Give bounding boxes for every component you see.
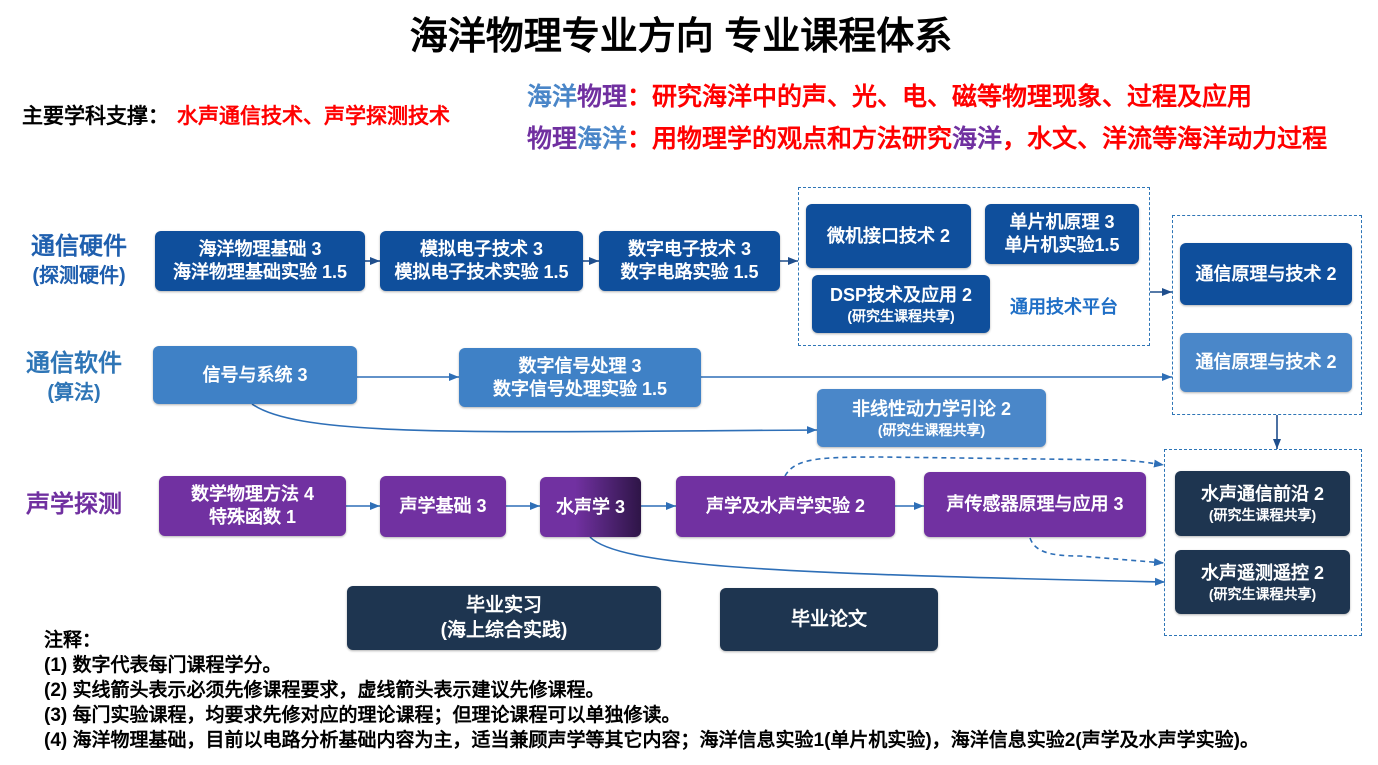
communication-frame xyxy=(1172,215,1362,415)
arrow-underwater-acoustics-to-telemetry xyxy=(589,536,1166,586)
course-single-chip: 单片机原理 3 单片机实验1.5 xyxy=(985,204,1139,264)
course-underwater-acoustics: 水声学 3 xyxy=(540,477,641,537)
course-line: 信号与系统 3 xyxy=(202,364,308,385)
course-line: 模拟电子技术实验 1.5 xyxy=(394,262,569,282)
definition-segment: 海洋 xyxy=(577,125,628,153)
course-line: 通信原理与技术 2 xyxy=(1195,352,1337,372)
arrow-signals-to-nonlinear xyxy=(251,403,818,435)
course-line: 海洋物理基础 3 xyxy=(198,239,322,259)
note-item: (4) 海洋物理基础，目前以电路分析基础内容为主，适当兼顾声学等其它内容；海洋信… xyxy=(44,730,1259,751)
course-line: 毕业实习 xyxy=(465,595,542,616)
course-line: DSP技术及应用 2 xyxy=(829,284,973,305)
course-note: (研究生课程共享) xyxy=(1208,507,1317,523)
note-item: (2) 实线箭头表示必须先修课程要求，虚线箭头表示建议先修课程。 xyxy=(44,680,605,701)
note-item: (1) 数字代表每门课程学分。 xyxy=(44,655,282,676)
course-line: 数字信号处理实验 1.5 xyxy=(492,378,668,399)
discipline-support-label: 主要学科支撑： xyxy=(22,105,169,128)
course-communication-principles-2: 通信原理与技术 2 xyxy=(1180,333,1352,392)
course-analog-electronics: 模拟电子技术 3 模拟电子技术实验 1.5 xyxy=(380,231,583,291)
course-acoustic-sensors: 声传感器原理与应用 3 xyxy=(924,472,1146,537)
track-sublabel-hardware: (探测硬件) xyxy=(32,265,126,287)
course-line: 数字信号处理 3 xyxy=(518,355,642,376)
dashed-arrow-lab-to-comm-frontier xyxy=(784,456,1165,477)
course-microcomputer-interface: 微机接口技术 2 xyxy=(806,204,971,268)
notes: 注释： (1) 数字代表每门课程学分。 (2) 实线箭头表示必须先修课程要求，虚… xyxy=(44,628,1259,753)
course-note: (研究生课程共享) xyxy=(877,421,986,438)
course-line: (海上综合实践) xyxy=(440,620,568,641)
course-digital-electronics: 数字电子技术 3 数字电路实验 1.5 xyxy=(599,231,780,291)
course-line: 模拟电子技术 3 xyxy=(419,239,543,259)
page-title: 海洋物理专业方向 专业课程体系 xyxy=(409,16,953,58)
course-line: 数字电子技术 3 xyxy=(627,239,751,259)
course-line: 非线性动力学引论 2 xyxy=(851,398,1011,419)
notes-heading: 注释： xyxy=(44,630,102,651)
course-line: 单片机实验1.5 xyxy=(1004,235,1120,255)
course-ocean-physics-basics: 海洋物理基础 3 海洋物理基础实验 1.5 xyxy=(155,231,365,291)
track-label-software: 通信软件 xyxy=(26,350,122,377)
course-line: 海洋物理基础实验 1.5 xyxy=(172,262,348,282)
course-line: 声学及水声学实验 2 xyxy=(705,496,865,516)
course-math-physics-methods: 数学物理方法 4 特殊函数 1 xyxy=(159,476,346,536)
course-underwater-comm-frontier: 水声通信前沿 2 (研究生课程共享) xyxy=(1175,471,1350,536)
underwater-frame xyxy=(1164,449,1362,636)
course-note: (研究生课程共享) xyxy=(847,307,955,324)
definition-segment: ：研究海洋中的声、光、电、磁等物理现象、过程及应用 xyxy=(627,83,1253,111)
course-line: 声学基础 3 xyxy=(399,496,487,516)
platform-label: 通用技术平台 xyxy=(1010,297,1118,317)
course-line: 水声通信前沿 2 xyxy=(1200,484,1324,504)
course-graduation-thesis: 毕业论文 xyxy=(720,588,938,651)
course-line: 单片机原理 3 xyxy=(1009,212,1115,232)
platform-frame xyxy=(798,187,1150,346)
course-communication-principles-1: 通信原理与技术 2 xyxy=(1180,243,1352,305)
definition-ocean-physics: 海洋物理：研究海洋中的声、光、电、磁等物理现象、过程及应用 xyxy=(527,81,1252,113)
definition-segment: 物理 xyxy=(577,83,628,111)
track-label-hardware: 通信硬件 xyxy=(31,233,127,260)
course-line: 通信原理与技术 2 xyxy=(1195,263,1337,284)
course-dsp-technology: DSP技术及应用 2 (研究生课程共享) xyxy=(812,275,990,333)
dashed-arrow-sensors-to-telemetry xyxy=(1029,537,1165,567)
definition-segment: ，水文、洋流等海洋动力过程 xyxy=(1002,125,1328,153)
course-underwater-telemetry: 水声遥测遥控 2 (研究生课程共享) xyxy=(1175,550,1350,614)
definition-segment: ：用物理学的观点和方法研究 xyxy=(627,125,953,153)
course-line: 微机接口技术 2 xyxy=(826,225,950,246)
note-item: (3) 每门实验课程，均要求先修对应的理论课程；但理论课程可以单独修读。 xyxy=(44,705,681,726)
course-graduation-internship: 毕业实习 (海上综合实践) xyxy=(347,586,661,650)
definition-segment: 海洋 xyxy=(527,83,578,111)
course-line: 数字电路实验 1.5 xyxy=(620,262,759,282)
course-line: 特殊函数 1 xyxy=(208,507,296,527)
course-signals-systems: 信号与系统 3 xyxy=(153,346,357,404)
discipline-support: 主要学科支撑： 水声通信技术、声学探测技术 xyxy=(22,103,450,131)
definition-segment: 海洋 xyxy=(952,125,1003,153)
course-line: 毕业论文 xyxy=(790,609,867,630)
course-line: 声传感器原理与应用 3 xyxy=(946,494,1124,514)
course-line: 水声学 3 xyxy=(555,496,625,517)
course-line: 水声遥测遥控 2 xyxy=(1200,562,1324,583)
track-label-acoustics: 声学探测 xyxy=(26,491,122,518)
course-acoustics-lab: 声学及水声学实验 2 xyxy=(676,476,895,537)
course-digital-signal-processing: 数字信号处理 3 数字信号处理实验 1.5 xyxy=(459,348,701,407)
definition-segment: 物理 xyxy=(527,125,578,153)
course-note: (研究生课程共享) xyxy=(1208,585,1317,602)
course-line: 数学物理方法 4 xyxy=(190,484,314,504)
definition-physical-oceanography: 物理海洋：用物理学的观点和方法研究海洋，水文、洋流等海洋动力过程 xyxy=(527,123,1327,155)
course-nonlinear-dynamics: 非线性动力学引论 2 (研究生课程共享) xyxy=(817,389,1046,447)
course-acoustics-basics: 声学基础 3 xyxy=(380,476,506,537)
track-sublabel-software: (算法) xyxy=(47,382,101,404)
discipline-support-value: 水声通信技术、声学探测技术 xyxy=(177,105,450,128)
